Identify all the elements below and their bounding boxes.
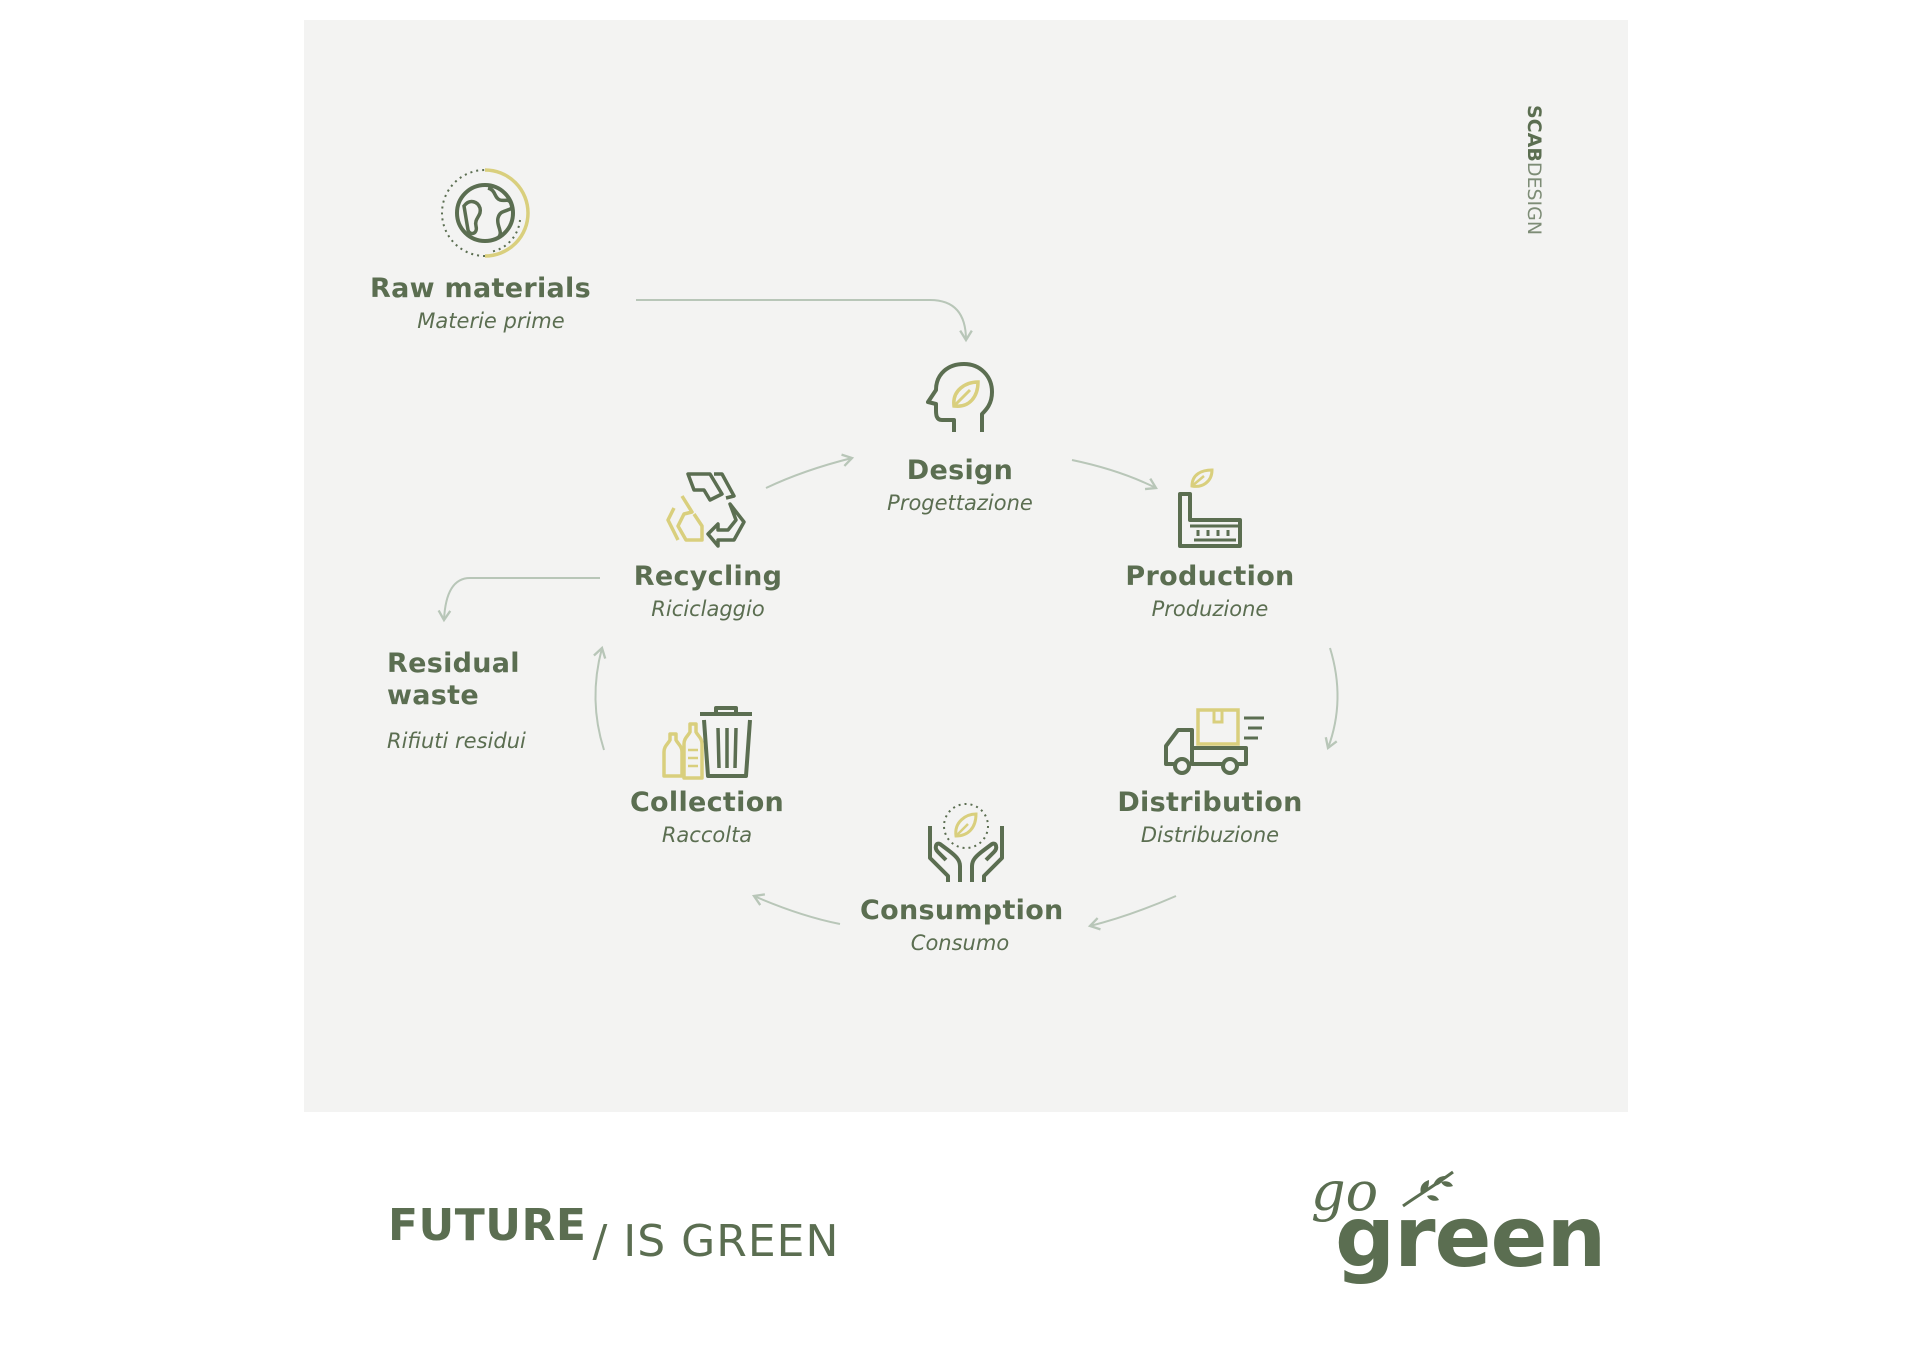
trash-bottles-icon — [662, 706, 752, 780]
future-label: FUTURE — [388, 1200, 587, 1251]
node-design: Design Progettazione — [860, 454, 1060, 518]
node-subtitle: Produzione — [1151, 597, 1269, 621]
recycle-icon — [666, 472, 746, 548]
node-raw-materials: Raw materials Materie prime — [370, 272, 591, 336]
node-subtitle: Raccolta — [661, 823, 753, 847]
node-title: Collection — [629, 787, 785, 818]
brand-bold: SCAB — [1523, 105, 1545, 162]
head-leaf-icon — [926, 362, 994, 432]
node-subtitle: Consumo — [910, 931, 1010, 955]
logo-go: go — [1311, 1160, 1379, 1223]
delivery-truck-icon — [1164, 708, 1264, 775]
logo-sprig-icon — [1402, 1170, 1454, 1208]
globe-icon — [440, 168, 530, 258]
node-subtitle: Progettazione — [887, 491, 1033, 515]
node-subtitle: Distribuzione — [1140, 823, 1280, 847]
go-green-logo: go green — [1305, 1160, 1606, 1290]
node-subtitle: Riciclaggio — [651, 597, 765, 621]
node-title: Distribution — [1117, 787, 1303, 818]
node-distribution: Distribution Distribuzione — [1110, 786, 1310, 850]
brand-light: DESIGN — [1523, 162, 1545, 235]
node-title: Consumption — [860, 895, 1064, 926]
node-production: Production Produzione — [1110, 560, 1310, 624]
node-recycling: Recycling Riciclaggio — [608, 560, 808, 624]
node-title: Design — [906, 455, 1014, 486]
node-title-line1: Residual — [387, 648, 520, 679]
node-residual-waste: Residual waste Rifiuti residui — [387, 648, 577, 756]
node-consumption: Consumption Consumo — [860, 894, 1064, 958]
node-title: Raw materials — [370, 273, 591, 304]
diagram-panel — [304, 20, 1628, 1112]
node-title: Recycling — [633, 561, 783, 592]
svg-text:SCABDESIGN: SCABDESIGN — [1523, 105, 1545, 235]
hands-leaf-icon — [928, 803, 1004, 882]
factory-leaf-icon — [1178, 468, 1242, 548]
node-title: Production — [1125, 561, 1295, 592]
logo-green: green — [1335, 1188, 1606, 1286]
node-subtitle: Materie prime — [417, 309, 565, 333]
is-green-label: / IS GREEN — [592, 1216, 840, 1267]
node-subtitle: Rifiuti residui — [387, 729, 526, 753]
node-collection: Collection Raccolta — [607, 786, 807, 850]
node-title-line2: waste — [387, 680, 479, 711]
brand-vertical-text: SCABDESIGN — [1523, 105, 1545, 235]
footer-tagline: FUTURE/ IS GREEN — [388, 1200, 839, 1267]
